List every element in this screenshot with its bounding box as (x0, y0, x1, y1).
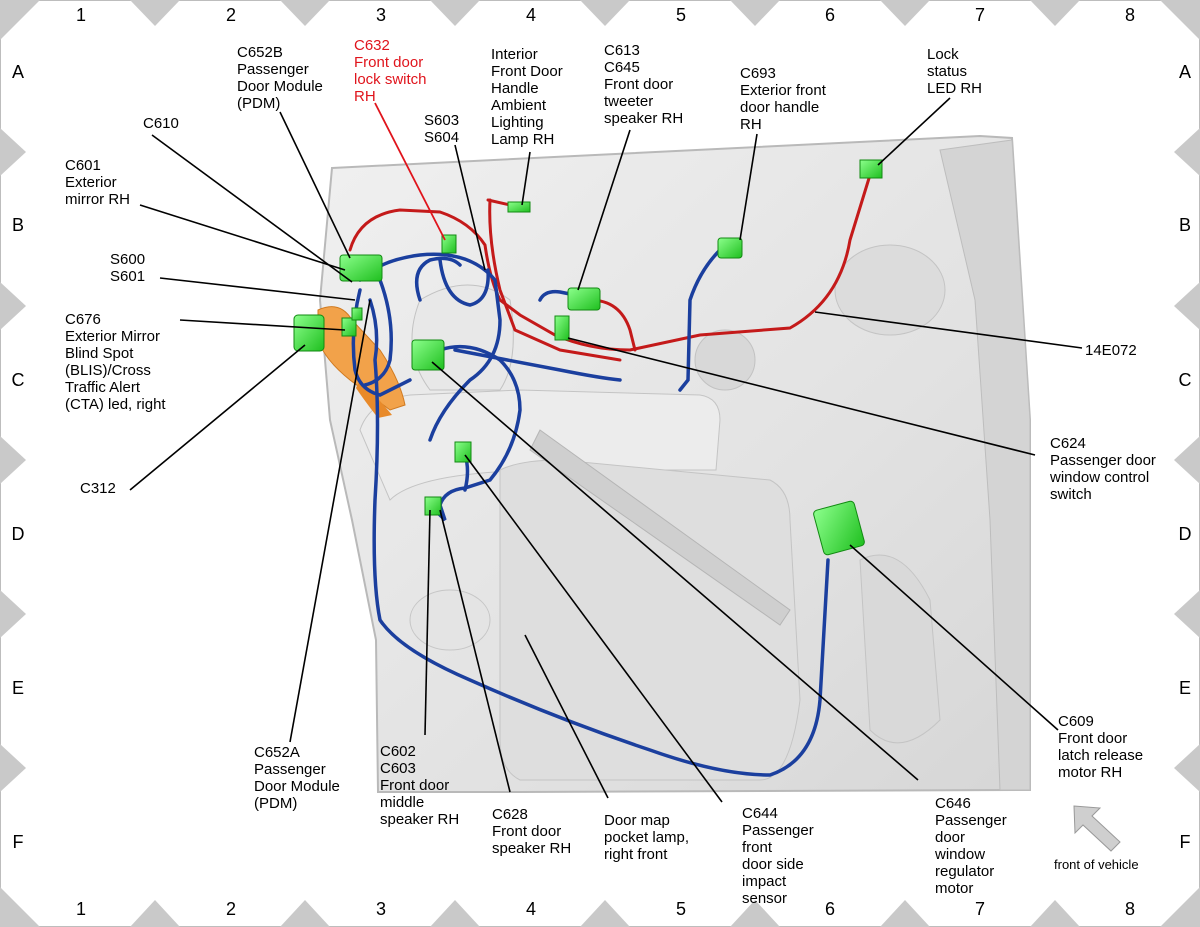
callout-c652b: C652B Passenger Door Module (PDM) (237, 44, 323, 112)
grid-row-b-right: B (1178, 215, 1191, 235)
callout-c624: C624 Passenger door window control switc… (1050, 435, 1156, 503)
grid-row-d-left: D (11, 524, 25, 544)
front-of-vehicle-label: front of vehicle (1054, 857, 1139, 872)
callout-c632: C632 Front door lock switch RH (354, 37, 427, 105)
callout-c312: C312 (80, 480, 116, 497)
grid-row-c-right: C (1178, 370, 1192, 390)
callout-c693: C693 Exterior front door handle RH (740, 65, 826, 133)
callout-c613: C613 C645 Front door tweeter speaker RH (604, 42, 684, 127)
grid-col-4-bottom: 4 (525, 899, 536, 919)
grid-col-2-top: 2 (225, 5, 236, 25)
callout-interior-handle-lamp: Interior Front Door Handle Ambient Light… (491, 46, 563, 148)
c632-leader (374, 102, 446, 241)
callout-c602: C602 C603 Front door middle speaker RH (380, 743, 460, 828)
callout-c601: C601 Exterior mirror RH (65, 157, 130, 208)
grid-col-6-bottom: 6 (824, 899, 835, 919)
callout-c609: C609 Front door latch release motor RH (1058, 713, 1144, 781)
grid-row-b-left: B (11, 215, 24, 235)
callout-c610: C610 (143, 115, 179, 132)
callout-lock-status-led: Lock status LED RH (927, 46, 983, 97)
grid-col-7-top: 7 (974, 5, 985, 25)
callout-c676: C676 Exterior Mirror Blind Spot (BLIS)/C… (65, 311, 166, 413)
grid-row-f-left: F (12, 832, 24, 852)
callout-door-map-lamp: Door map pocket lamp, right front (604, 812, 690, 863)
connectors (293, 159, 883, 556)
callout-c628: C628 Front door speaker RH (492, 806, 572, 857)
grid-row-d-right: D (1178, 524, 1192, 544)
grid-col-5-top: 5 (675, 5, 686, 25)
grid-col-5-bottom: 5 (675, 899, 686, 919)
callout-c652a: C652A Passenger Door Module (PDM) (254, 744, 340, 812)
grid-col-1-bottom: 1 (75, 899, 86, 919)
callout-c644: C644 Passenger front door side impact se… (742, 805, 814, 907)
grid-row-e-right: E (1178, 678, 1191, 698)
grid-col-7-bottom: 7 (974, 899, 985, 919)
grid-col-8-bottom: 8 (1124, 899, 1135, 919)
grid-col-4-top: 4 (525, 5, 536, 25)
grid-row-c-left: C (11, 370, 25, 390)
leader-lines (129, 97, 1083, 803)
grid-row-e-left: E (11, 678, 24, 698)
callout-s603: S603 S604 (424, 112, 460, 146)
grid-row-a-right: A (1178, 62, 1191, 82)
grid-col-8-top: 8 (1124, 5, 1135, 25)
callout-c646: C646 Passenger door window regulator mot… (935, 795, 1007, 897)
harness-blue (351, 248, 830, 777)
grid-row-f-right: F (1179, 832, 1191, 852)
grid-row-a-left: A (11, 62, 24, 82)
grid-col-3-top: 3 (375, 5, 386, 25)
grid-col-2-bottom: 2 (225, 899, 236, 919)
grid-col-1-top: 1 (75, 5, 86, 25)
callout-harness-14e072: 14E072 (1085, 342, 1137, 359)
arrow-up-left-icon (1073, 805, 1121, 852)
grid-col-3-bottom: 3 (375, 899, 386, 919)
callout-s600: S600 S601 (110, 251, 146, 285)
grid-col-6-top: 6 (824, 5, 835, 25)
